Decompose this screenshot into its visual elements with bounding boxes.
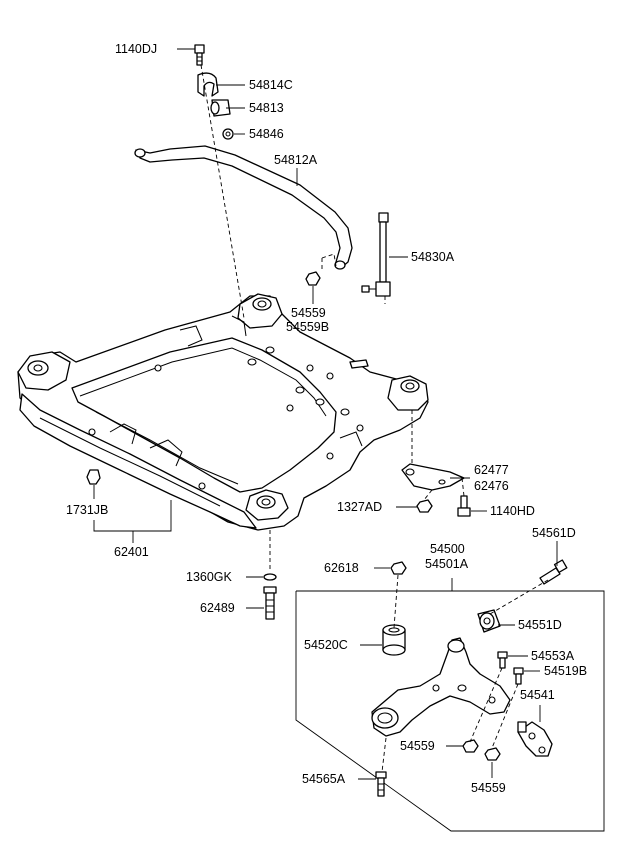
bolt-icon: [497, 651, 508, 669]
bolt-icon: [539, 559, 568, 585]
ball-joint-icon: [517, 721, 553, 757]
part-number-label: 62489: [200, 601, 235, 615]
part-number-label: 54830A: [411, 250, 455, 264]
part-number-label: 54551D: [518, 618, 562, 632]
part-number-label: 54814C: [249, 78, 293, 92]
part-number-label: 54559: [291, 306, 326, 320]
part-number-label: 62476: [474, 479, 509, 493]
part-number-label: 1327AD: [337, 500, 382, 514]
part-number-label: 1731JB: [66, 503, 108, 517]
part-number-label: 54812A: [274, 153, 318, 167]
stabilizer-bracket-icon: [197, 72, 219, 97]
part-number-label: 62618: [324, 561, 359, 575]
stay-bracket-icon: [401, 463, 465, 491]
part-number-label: 54813: [249, 101, 284, 115]
bushing-icon: [210, 99, 231, 117]
nut-icon: [484, 747, 501, 761]
part-number-label: 1140DJ: [115, 42, 157, 56]
part-number-label: 62401: [114, 545, 149, 559]
part-number-label: 62477: [474, 463, 509, 477]
nut-icon: [305, 271, 321, 286]
part-number-label: 54520C: [304, 638, 348, 652]
bolt-icon: [194, 44, 205, 66]
part-number-label: 1360GK: [186, 570, 233, 584]
part-number-label: 54541: [520, 688, 555, 702]
part-number-label: 54500: [430, 542, 465, 556]
nut-icon: [222, 128, 234, 140]
washer-icon: [263, 573, 277, 581]
assembly-box: [295, 590, 605, 832]
stabilizer-link-icon: [361, 212, 391, 297]
part-number-label: 54846: [249, 127, 284, 141]
lower-control-arm-icon: [371, 637, 511, 737]
bushing-icon: [477, 609, 501, 633]
part-number-label: 54559: [471, 781, 506, 795]
bolt-icon: [263, 586, 277, 620]
bolt-icon: [375, 771, 387, 797]
bushing-icon: [382, 624, 406, 656]
stabilizer-bar-icon: [134, 145, 353, 270]
bolt-icon: [457, 495, 471, 517]
part-number-label: 1140HD: [490, 504, 535, 518]
part-labels: 1140DJ 54814C 54813 54846 54812A 54830A …: [66, 42, 587, 795]
nut-icon: [390, 561, 407, 575]
leader-lines: [93, 48, 558, 780]
part-number-label: 54561D: [532, 526, 576, 540]
part-number-label: 54559: [400, 739, 435, 753]
part-number-label: 54559B: [286, 320, 329, 334]
alignment-lines: [200, 64, 549, 773]
nut-icon: [86, 469, 101, 485]
part-number-label: 54501A: [425, 557, 469, 571]
part-number-label: 54519B: [544, 664, 587, 678]
part-number-label: 54565A: [302, 772, 346, 786]
nut-icon: [416, 499, 433, 513]
crossmember-icon: [17, 293, 429, 531]
part-number-label: 54553A: [531, 649, 575, 663]
bolt-icon: [513, 667, 524, 685]
